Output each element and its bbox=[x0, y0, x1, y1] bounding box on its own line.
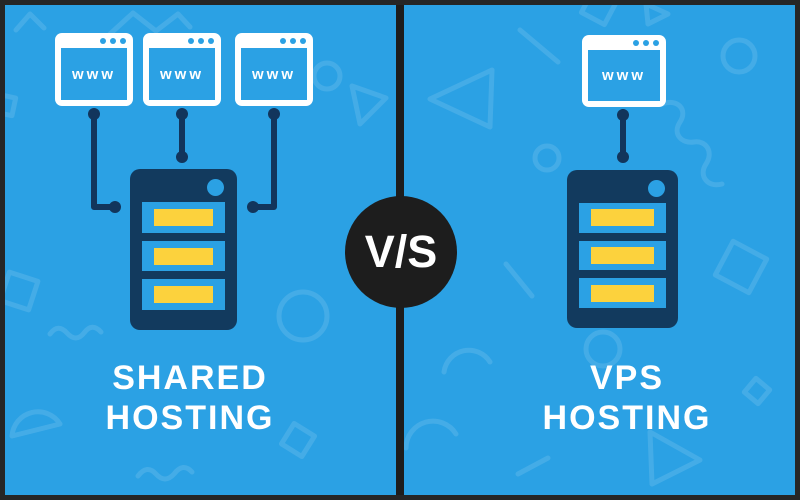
window-control-dots bbox=[280, 38, 306, 44]
circle-doodle bbox=[311, 60, 343, 92]
window-control-dots bbox=[100, 38, 126, 44]
server-icon bbox=[567, 170, 678, 328]
server-drive-bar bbox=[591, 247, 654, 264]
window-url-label: www bbox=[71, 65, 116, 83]
window-dot-icon bbox=[300, 38, 306, 44]
window-dot-icon bbox=[643, 40, 649, 46]
triangle-doodle bbox=[349, 83, 389, 127]
window-control-dots bbox=[633, 40, 659, 46]
window-control-dots bbox=[188, 38, 214, 44]
square-doodle bbox=[712, 238, 770, 296]
heading-line: SHARED bbox=[112, 359, 268, 397]
left-panel-heading: SHARED HOSTING bbox=[0, 358, 380, 438]
line-doodle bbox=[515, 455, 551, 477]
server-drive-bay bbox=[579, 240, 666, 271]
circle-doodle bbox=[276, 289, 330, 343]
connector-left-1 bbox=[91, 109, 119, 210]
server-drive-bay bbox=[142, 240, 225, 272]
squiggle-doodle bbox=[47, 324, 104, 341]
line-doodle bbox=[503, 261, 535, 299]
window-dot-icon bbox=[290, 38, 296, 44]
heading-line: HOSTING bbox=[105, 399, 275, 437]
window-dot-icon bbox=[198, 38, 204, 44]
window-dot-icon bbox=[188, 38, 194, 44]
browser-window: www bbox=[235, 33, 313, 106]
arc-doodle bbox=[403, 418, 459, 451]
triangle-doodle bbox=[643, 1, 671, 27]
browser-window: www bbox=[55, 33, 133, 106]
square-doodle bbox=[0, 91, 19, 119]
vs-label: V/S bbox=[364, 226, 438, 277]
window-url-label: www bbox=[159, 65, 204, 83]
server-drive-bay bbox=[142, 279, 225, 311]
server-drive-bay bbox=[142, 202, 225, 233]
window-viewport: www bbox=[61, 48, 127, 100]
circle-doodle bbox=[532, 143, 562, 173]
connector-node bbox=[617, 151, 629, 163]
server-drive-bar bbox=[153, 286, 214, 304]
server-drive-bar bbox=[591, 284, 654, 302]
server-drive-bar bbox=[153, 247, 214, 265]
triangle-doodle bbox=[427, 67, 495, 130]
window-dot-icon bbox=[633, 40, 639, 46]
window-viewport: www bbox=[588, 50, 660, 101]
triangle-doodle bbox=[647, 429, 703, 487]
connector-node bbox=[176, 108, 188, 120]
server-drive-bays bbox=[142, 202, 225, 311]
server-drive-bay bbox=[579, 278, 666, 309]
server-drive-bay bbox=[579, 203, 666, 233]
squiggle-doodle bbox=[135, 465, 195, 482]
server-status-light bbox=[207, 179, 224, 196]
heading-line: HOSTING bbox=[542, 399, 712, 437]
right-panel-heading: VPS HOSTING bbox=[477, 358, 777, 438]
window-dot-icon bbox=[208, 38, 214, 44]
window-url-label: www bbox=[601, 67, 646, 84]
server-icon bbox=[130, 169, 237, 330]
connector-node bbox=[268, 108, 280, 120]
connector-node bbox=[176, 151, 188, 163]
server-drive-bays bbox=[579, 203, 666, 309]
square-doodle bbox=[0, 269, 41, 313]
connector-node bbox=[88, 108, 100, 120]
window-viewport: www bbox=[241, 48, 307, 100]
window-dot-icon bbox=[110, 38, 116, 44]
window-viewport: www bbox=[149, 48, 215, 100]
window-dot-icon bbox=[100, 38, 106, 44]
window-url-label: www bbox=[251, 65, 296, 83]
zigzag-doodle bbox=[107, 10, 193, 37]
square-doodle bbox=[578, 0, 620, 28]
heading-line: VPS bbox=[589, 359, 665, 397]
browser-window: www bbox=[143, 33, 221, 106]
browser-window: www bbox=[582, 35, 666, 107]
connector-node bbox=[109, 201, 121, 213]
connector-node bbox=[247, 201, 259, 213]
window-dot-icon bbox=[280, 38, 286, 44]
circle-doodle bbox=[720, 37, 758, 75]
window-dot-icon bbox=[120, 38, 126, 44]
vs-badge: V/S bbox=[345, 196, 457, 308]
zigzag-doodle bbox=[13, 11, 47, 33]
server-drive-bar bbox=[153, 208, 214, 226]
server-status-light bbox=[648, 180, 665, 197]
line-doodle bbox=[517, 27, 561, 65]
connector-left-3 bbox=[249, 109, 277, 210]
connector-node bbox=[617, 109, 629, 121]
server-drive-bar bbox=[591, 209, 654, 227]
window-dot-icon bbox=[653, 40, 659, 46]
